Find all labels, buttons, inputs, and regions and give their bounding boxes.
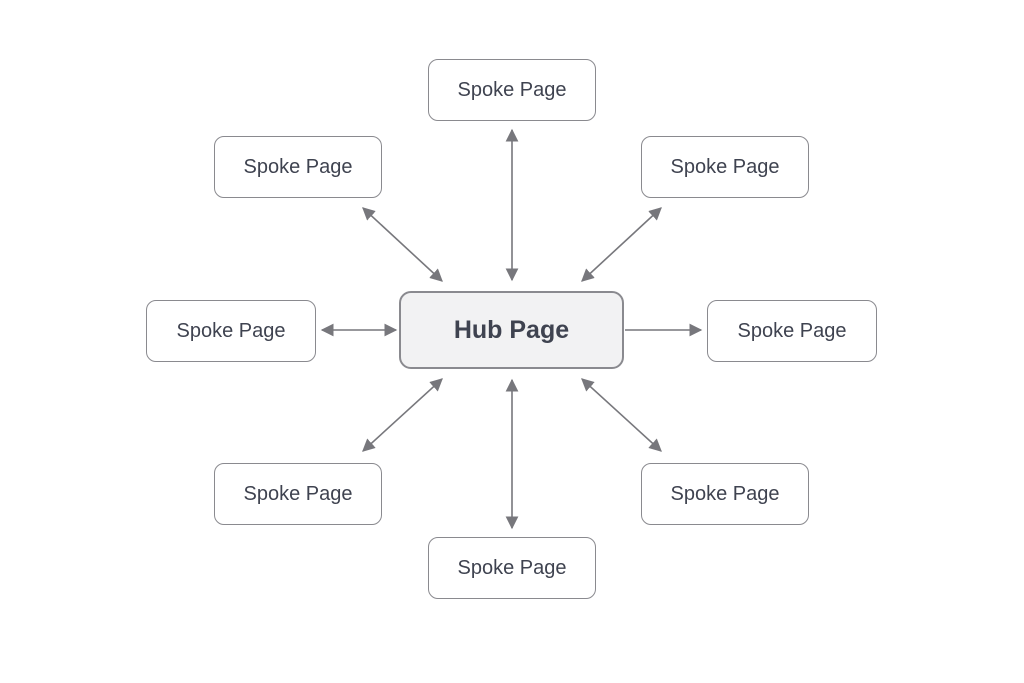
- connector-bottom-right: [581, 378, 662, 452]
- connector-top-left: [362, 207, 443, 282]
- spoke-page-label: Spoke Page: [737, 319, 847, 342]
- spoke-page-label: Spoke Page: [176, 319, 286, 342]
- spoke-page-label: Spoke Page: [670, 482, 780, 505]
- connector-top-right: [581, 207, 662, 282]
- spoke-page-label: Spoke Page: [457, 78, 567, 101]
- spoke-page-label: Spoke Page: [457, 556, 567, 579]
- spoke-page-node-right: Spoke Page: [707, 300, 877, 362]
- spoke-page-node-bottom-right: Spoke Page: [641, 463, 809, 525]
- spoke-page-label: Spoke Page: [670, 155, 780, 178]
- hub-page-label: Hub Page: [453, 315, 570, 344]
- spoke-page-node-bottom: Spoke Page: [428, 537, 596, 599]
- spoke-page-label: Spoke Page: [243, 155, 353, 178]
- spoke-page-node-bottom-left: Spoke Page: [214, 463, 382, 525]
- spoke-page-node-left: Spoke Page: [146, 300, 316, 362]
- connector-bottom-left: [362, 378, 443, 452]
- hub-page-node: Hub Page: [399, 291, 624, 369]
- spoke-page-node-top-left: Spoke Page: [214, 136, 382, 198]
- spoke-page-label: Spoke Page: [243, 482, 353, 505]
- spoke-page-node-top-right: Spoke Page: [641, 136, 809, 198]
- spoke-page-node-top: Spoke Page: [428, 59, 596, 121]
